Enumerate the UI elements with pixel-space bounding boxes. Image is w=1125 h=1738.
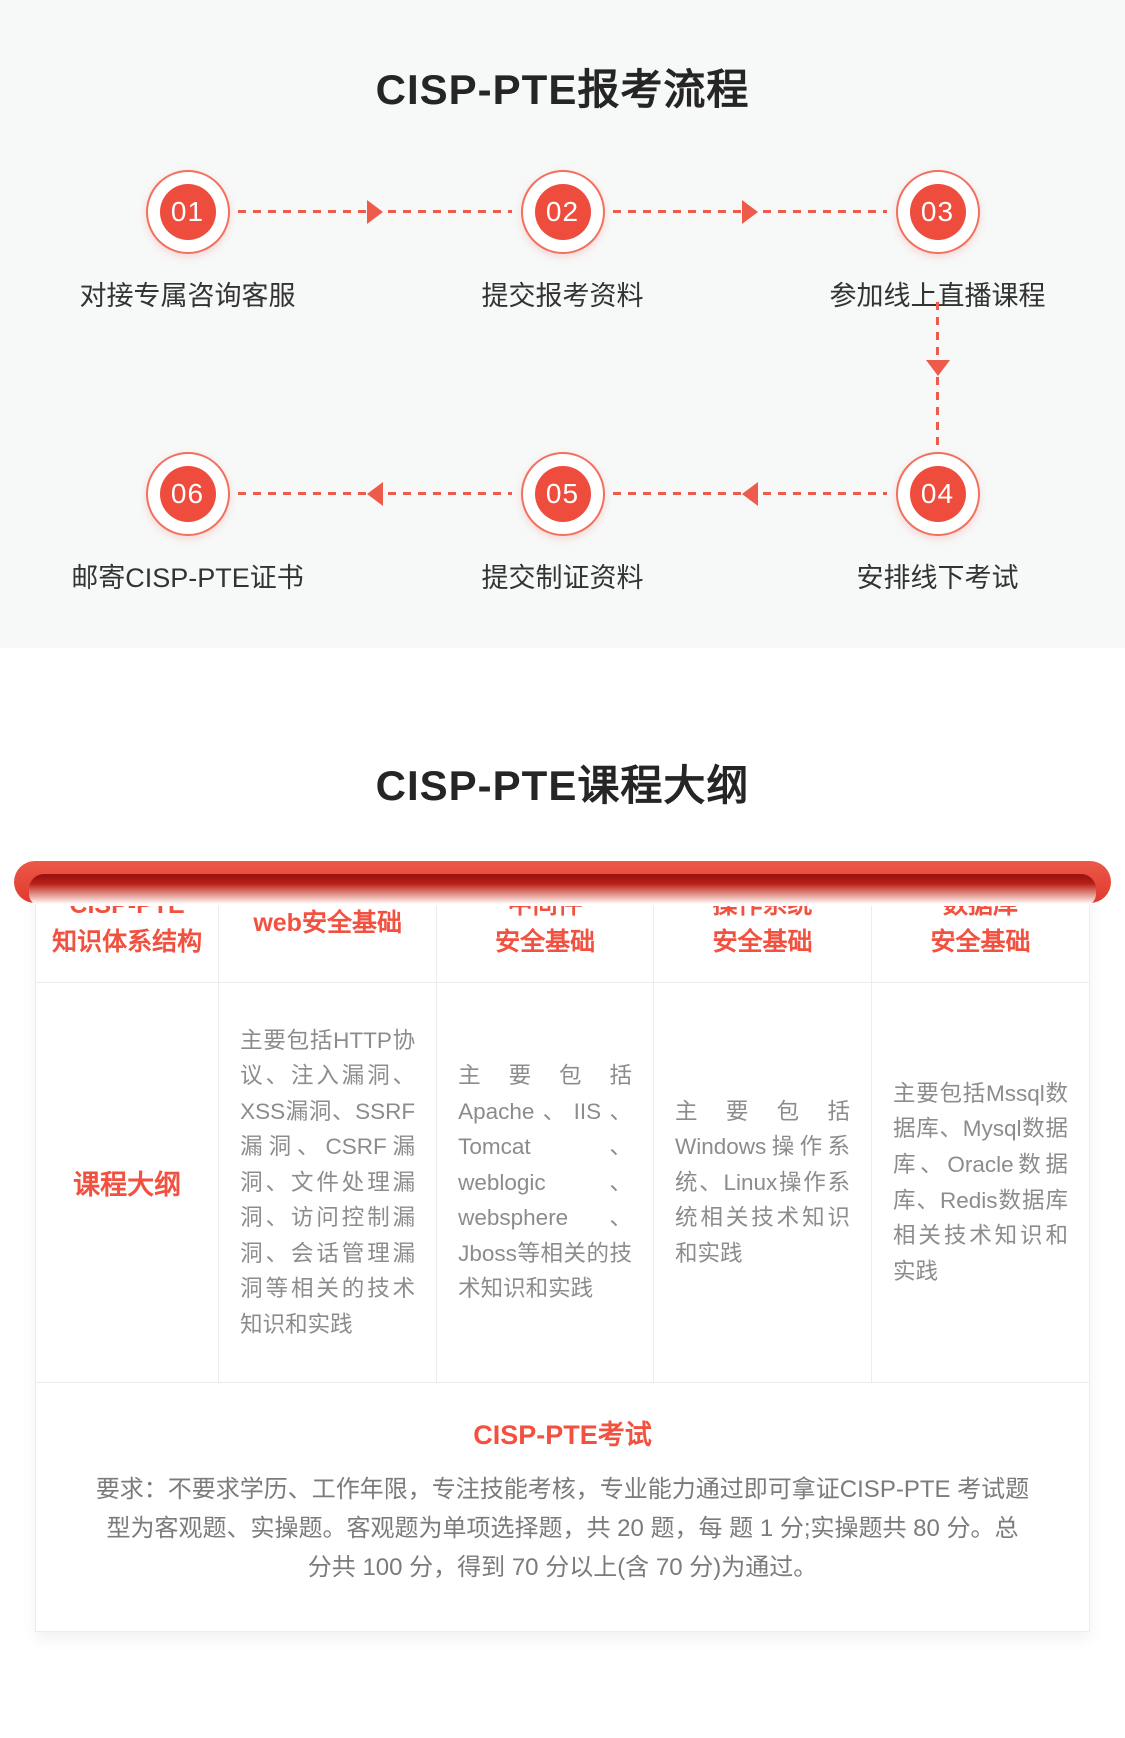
red-banner-bar xyxy=(14,861,1111,906)
exam-requirements-text: 要求：不要求学历、工作年限，专注技能考核，专业能力通过即可拿证CISP-PTE … xyxy=(95,1476,1030,1582)
step-1-badge: 01 xyxy=(145,170,230,254)
flow-step-3: 03 参加线上直播课程 xyxy=(750,170,1125,313)
step-2-number: 02 xyxy=(534,184,591,240)
registration-flow-section: CISP-PTE报考流程 01 对接专属咨询客服 02 提交报考资料 03 参加… xyxy=(0,0,1125,648)
cell-text: 主要包括HTTP协议、注入漏洞、XSS漏洞、SSRF漏洞、CSRF漏洞、文件处理… xyxy=(240,1027,416,1337)
arrow-down-icon xyxy=(925,360,950,376)
flow-step-4: 04 安排线下考试 xyxy=(750,452,1125,595)
cell-text: 主要包括Windows操作系统、Linux操作系统相关技术知识和实践 xyxy=(675,1098,850,1266)
step-4-number: 04 xyxy=(909,466,966,522)
cell-text: 主要包括Apache、IIS、Tomcat、weblogic、websphere… xyxy=(458,1063,633,1302)
flow-step-1: 01 对接专属咨询客服 xyxy=(0,170,375,313)
arrow-step1-to-step2 xyxy=(237,199,513,224)
step-5-label: 提交制证资料 xyxy=(481,563,644,593)
header-line: 知识体系结构 xyxy=(52,928,203,956)
course-outline-section: CISP-PTE课程大纲 CISP-PTE 知识体系结构 web安全基础 中间件… xyxy=(0,648,1125,1733)
arrow-right-icon xyxy=(366,199,383,224)
arrow-step2-to-step3 xyxy=(612,199,888,224)
header-line: 安全基础 xyxy=(712,928,813,956)
flow-step-5: 05 提交制证资料 xyxy=(375,452,750,595)
flow-step-6: 06 邮寄CISP-PTE证书 xyxy=(0,452,375,595)
outline-table-card: CISP-PTE 知识体系结构 web安全基础 中间件 安全基础 操作系统 安全… xyxy=(35,865,1090,1633)
exam-title: CISP-PTE考试 xyxy=(473,1420,652,1450)
step-1-label: 对接专属咨询客服 xyxy=(79,281,296,311)
arrow-step4-to-step5 xyxy=(612,481,888,506)
flow-step-2: 02 提交报考资料 xyxy=(375,170,750,313)
step-4-badge: 04 xyxy=(895,452,980,536)
cell-middleware-security: 主要包括Apache、IIS、Tomcat、weblogic、websphere… xyxy=(436,983,653,1382)
header-line: web安全基础 xyxy=(253,909,402,938)
arrow-left-icon xyxy=(366,481,383,506)
exam-info-block: CISP-PTE考试 要求：不要求学历、工作年限，专注技能考核，专业能力通过即可… xyxy=(36,1383,1089,1631)
header-line: 安全基础 xyxy=(495,928,596,956)
step-2-badge: 02 xyxy=(520,170,605,254)
row-label-course-outline: 课程大纲 xyxy=(73,1170,182,1200)
arrow-left-icon xyxy=(741,481,758,506)
banner-shadow xyxy=(29,874,1096,906)
outline-section-title: CISP-PTE课程大纲 xyxy=(375,762,750,809)
flow-row-top: 01 对接专属咨询客服 02 提交报考资料 03 参加线上直播课程 xyxy=(0,170,1125,313)
arrow-step5-to-step6 xyxy=(237,481,513,506)
step-2-label: 提交报考资料 xyxy=(481,281,644,311)
step-4-label: 安排线下考试 xyxy=(856,563,1019,593)
header-web-security: web安全基础 xyxy=(218,866,436,982)
cell-text: 主要包括Mssql数据库、Mysql数据库、Oracle数据库、Redis数据库… xyxy=(893,1080,1068,1284)
step-3-number: 03 xyxy=(909,184,966,240)
step-1-number: 01 xyxy=(159,184,216,240)
arrow-step3-to-step4 xyxy=(925,302,950,452)
flow-row-bottom: 06 邮寄CISP-PTE证书 05 提交制证资料 04 安排线下考试 xyxy=(0,452,1125,595)
flow-section-title: CISP-PTE报考流程 xyxy=(375,66,750,113)
cell-os-security: 主要包括Windows操作系统、Linux操作系统相关技术知识和实践 xyxy=(653,983,871,1382)
arrow-right-icon xyxy=(741,199,758,224)
table-body-row: 课程大纲 主要包括HTTP协议、注入漏洞、XSS漏洞、SSRF漏洞、CSRF漏洞… xyxy=(36,983,1089,1383)
step-6-label: 邮寄CISP-PTE证书 xyxy=(71,563,304,593)
step-6-number: 06 xyxy=(159,466,216,522)
step-5-badge: 05 xyxy=(520,452,605,536)
cell-database-security: 主要包括Mssql数据库、Mysql数据库、Oracle数据库、Redis数据库… xyxy=(871,983,1089,1382)
step-5-number: 05 xyxy=(534,466,591,522)
step-3-badge: 03 xyxy=(895,170,980,254)
header-line: 安全基础 xyxy=(930,928,1031,956)
cell-web-security: 主要包括HTTP协议、注入漏洞、XSS漏洞、SSRF漏洞、CSRF漏洞、文件处理… xyxy=(218,983,436,1382)
step-6-badge: 06 xyxy=(145,452,230,536)
